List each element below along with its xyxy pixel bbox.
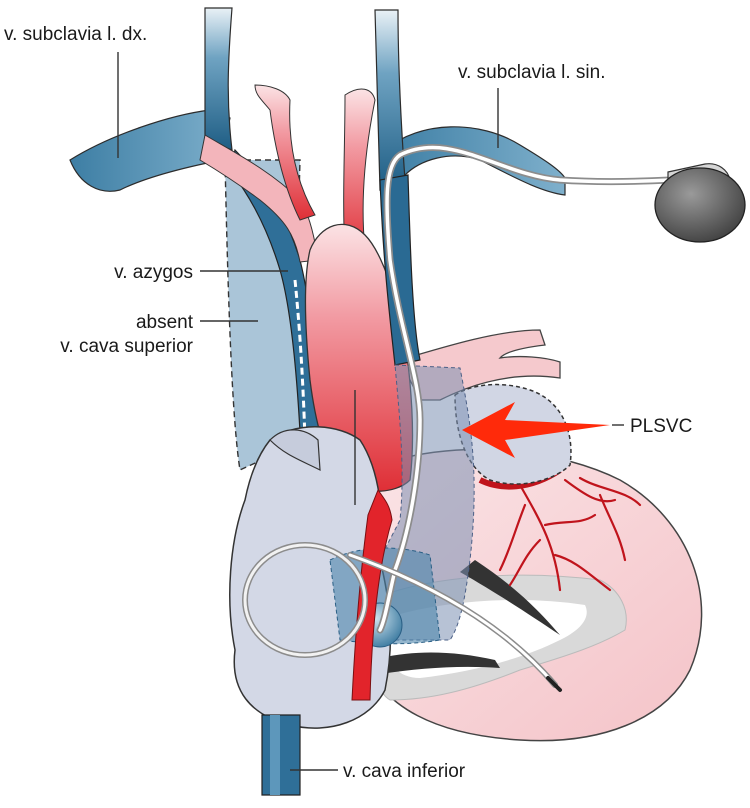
descending-aorta-stripe bbox=[351, 488, 393, 701]
left-subclavian-vein bbox=[384, 126, 566, 196]
ventricular-lead-inner bbox=[348, 553, 557, 687]
right-atrium-upper-lobe bbox=[269, 429, 321, 472]
inferior-vena-cava bbox=[261, 714, 301, 796]
right-jugular-vein bbox=[204, 7, 233, 151]
pacemaker-device bbox=[654, 167, 746, 243]
plsvc-pointer-arrow bbox=[462, 402, 610, 458]
inferior-vena-cava-highlight bbox=[270, 715, 280, 795]
pacemaker-lead-inner bbox=[378, 145, 672, 632]
label-subclavia-dx: v. subclavia l. dx. bbox=[4, 24, 147, 45]
lead-loop-inner bbox=[243, 543, 367, 657]
label-azygos: v. azygos bbox=[114, 262, 193, 283]
label-subclavia-sin: v. subclavia l. sin. bbox=[458, 62, 605, 83]
lead-tip bbox=[546, 676, 562, 692]
carotid-branch bbox=[254, 84, 316, 221]
label-absent: absent bbox=[136, 312, 194, 333]
label-cava-inferior: v. cava inferior bbox=[343, 761, 466, 782]
coronary-arteries bbox=[498, 476, 642, 592]
azygos-white-edge bbox=[293, 279, 307, 441]
papillary-muscle-lower bbox=[372, 652, 500, 674]
label-plsvc: PLSVC bbox=[630, 416, 692, 437]
papillary-muscle-upper bbox=[460, 560, 560, 635]
left-subclavian-artery bbox=[343, 88, 376, 256]
right-atrium bbox=[229, 426, 392, 729]
label-absent-svc: v. cava superior bbox=[60, 336, 193, 357]
